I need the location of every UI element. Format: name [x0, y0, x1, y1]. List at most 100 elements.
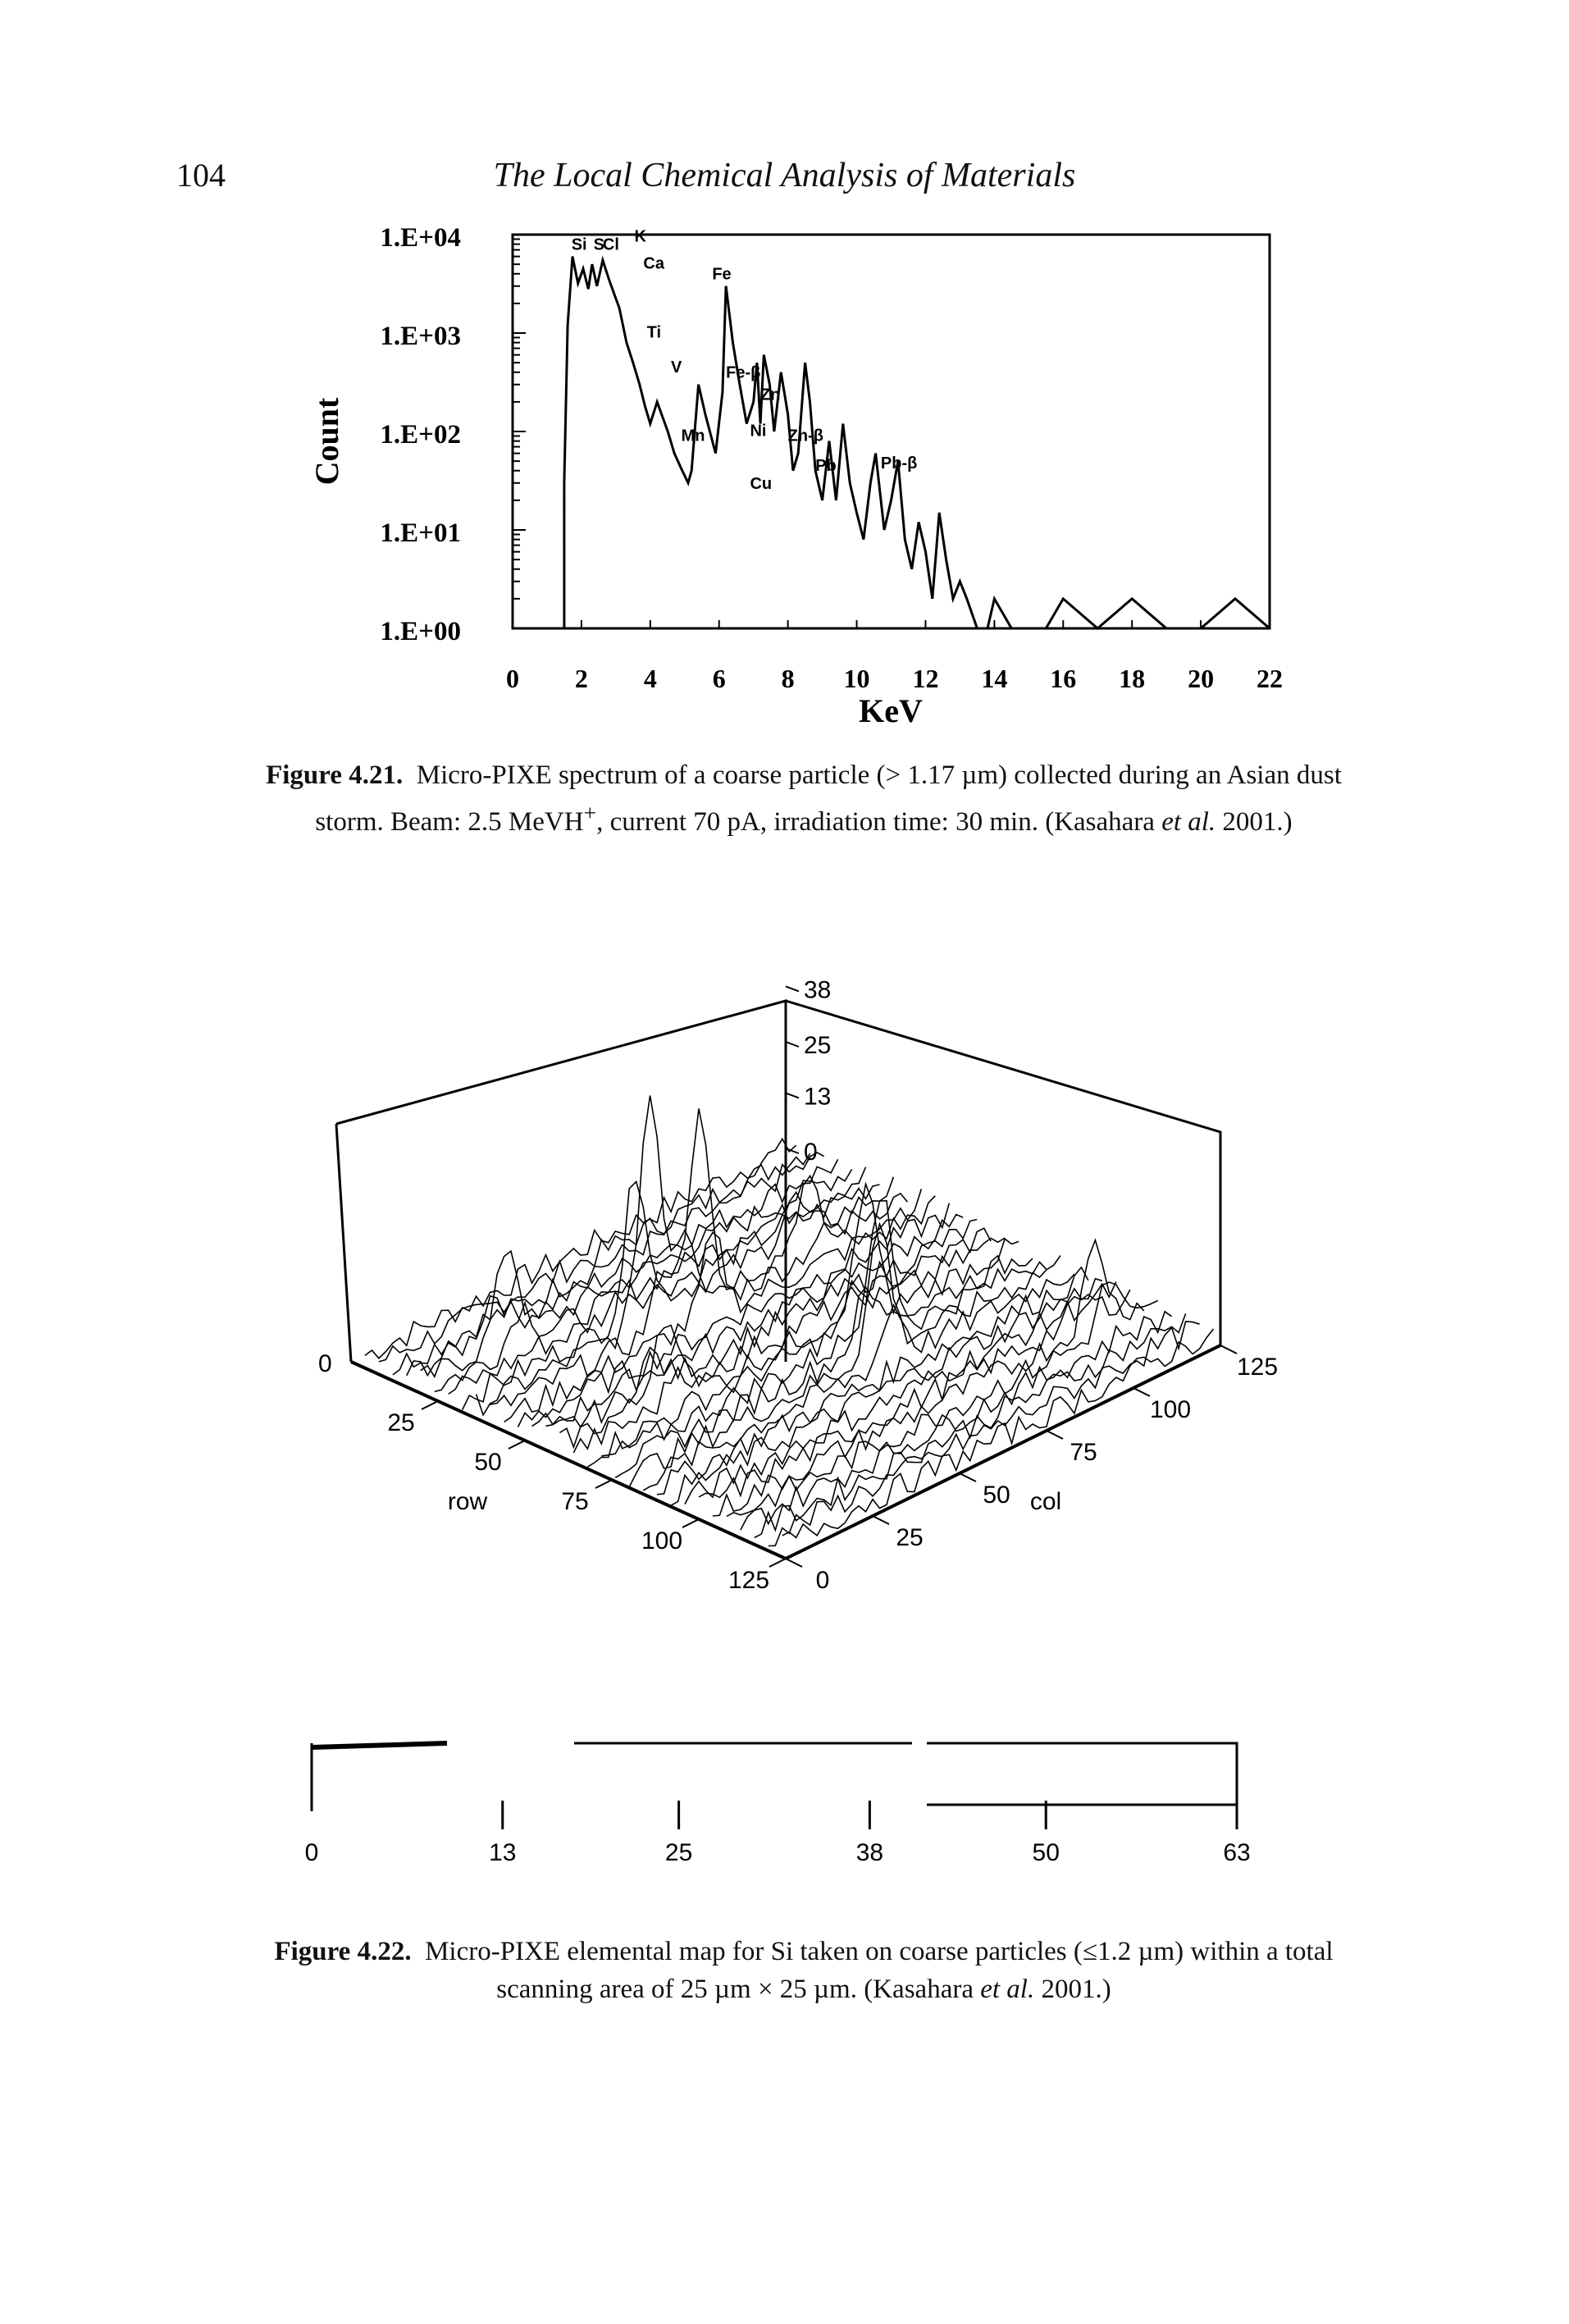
map-surface-trace [712, 1238, 1145, 1517]
spectrum-peak-label: Cu [750, 475, 772, 493]
spectrum-peak-label: Si [572, 236, 587, 254]
map-surface-trace [628, 1221, 1061, 1488]
spectrum-y-tick-label: 1.E+00 [380, 617, 461, 646]
colorbar-seg-0 [311, 1741, 448, 1750]
spectrum-x-label: KeV [859, 692, 923, 729]
spectrum-peak-label: Fe-β [726, 364, 760, 382]
map-surface [364, 1095, 1215, 1547]
col-tick [1046, 1430, 1064, 1440]
map-surface-trace [434, 1167, 867, 1393]
map-surface-trace [726, 1281, 1159, 1518]
figure-4-21-text-1: Micro-PIXE spectrum of a coarse particle… [416, 760, 1342, 790]
col-tick-label: 25 [896, 1524, 923, 1551]
row-tick-label: 50 [474, 1449, 501, 1476]
map-left-edge [335, 1123, 353, 1363]
spectrum-peak-label: Fe [712, 266, 731, 284]
figure-4-21-caption: Figure 4.21. Micro-PIXE spectrum of a co… [189, 756, 1419, 841]
spectrum-peak-label: Pb-β [881, 454, 917, 473]
col-tick [872, 1515, 890, 1525]
spectrum-y-tick-label: 1.E+02 [380, 420, 461, 450]
figure-4-21-sup: + [583, 800, 597, 825]
figure-4-22-text-2b: 2001.) [1034, 1975, 1111, 2004]
z-tick [785, 1092, 800, 1099]
figure-4-22-label: Figure 4.22. [274, 1937, 412, 1966]
map-surface-trace [504, 1195, 936, 1423]
z-tick-label: 0 [804, 1139, 818, 1166]
map-surface-trace [364, 1137, 797, 1359]
col-tick [1133, 1387, 1151, 1397]
map-surface-trace [475, 1095, 909, 1417]
col-tick-label: 0 [816, 1567, 830, 1594]
row-tick-label: 100 [641, 1527, 682, 1555]
z-tick [785, 985, 800, 993]
col-tick-label: 50 [983, 1482, 1010, 1509]
figure-4-22-etal: et al. [980, 1975, 1035, 2004]
col-tick-label: 100 [1150, 1396, 1191, 1423]
spectrum-x-tick-label: 6 [713, 664, 726, 693]
col-tick-label: 75 [1070, 1439, 1097, 1466]
col-tick [959, 1472, 977, 1482]
map-surface-trace [782, 1328, 1215, 1539]
map-3d-box [335, 999, 1222, 1560]
map-front-right-edge [785, 1344, 1221, 1560]
map-surface-trace [545, 1218, 978, 1428]
map-surface-trace [420, 1168, 853, 1378]
colorbar-tick-label: 63 [1223, 1839, 1250, 1866]
spectrum-y-tick-label: 1.E+04 [380, 223, 461, 253]
spectrum-peak-label: K [635, 227, 647, 245]
map-surface-trace [586, 1181, 1019, 1468]
z-origin-label: 0 [318, 1350, 332, 1377]
figure-4-21-text-2c: 2001.) [1216, 807, 1293, 837]
map-surface-trace [642, 1273, 1075, 1491]
col-tick [785, 1558, 803, 1568]
spectrum-peak-label: Ca [643, 255, 664, 273]
spectrum-peak-label: Ni [750, 422, 766, 440]
spectrum-y-label: Count [308, 397, 345, 485]
spectrum-x-tick-label: 10 [844, 664, 870, 693]
map-surface-trace [740, 1310, 1173, 1531]
row-tick-label: 75 [561, 1488, 588, 1515]
figure-4-22-text-1: Micro-PIXE elemental map for Si taken on… [425, 1937, 1334, 1966]
map-front-left-edge [350, 1360, 787, 1560]
colorbar-seg-3 [927, 1742, 1238, 1806]
col-tick [1220, 1345, 1238, 1354]
z-tick [785, 1148, 800, 1154]
col-axis-label: col [1030, 1488, 1061, 1515]
map-surface-trace [531, 1213, 964, 1427]
spectrum-x-tick-label: 8 [782, 664, 795, 693]
figure-4-21-etal: et al. [1161, 807, 1216, 837]
spectrum-y-tick-label: 1.E+03 [380, 322, 461, 351]
colorbar-tick-label: 0 [305, 1839, 319, 1866]
running-head: The Local Chemical Analysis of Materials [493, 157, 1076, 194]
spectrum-x-tick-label: 2 [575, 664, 588, 693]
map-surface-trace [461, 1176, 895, 1410]
si-map-3d-plot: 2550751001250255075100125013253850630 ro… [318, 976, 1278, 1594]
spectrum-peak-label: Zn [760, 386, 780, 404]
spectrum-peak-label: S [594, 236, 604, 254]
map-surface-trace [392, 1151, 824, 1376]
z-tick-label: 25 [804, 1032, 831, 1059]
map-surface-trace [698, 1289, 1131, 1499]
colorbar-tick-label: 13 [489, 1839, 516, 1866]
spectrum-peak-label: Ti [647, 323, 661, 341]
spectrum-peak-label: Cl [603, 236, 619, 254]
figure-4-21-text-2b: , current 70 pA, irradiation time: 30 mi… [596, 807, 1162, 837]
spectrum-x-tick-label: 16 [1050, 664, 1076, 693]
spectrum-y-tick-label: 1.E+01 [380, 518, 461, 548]
row-tick [769, 1558, 787, 1568]
map-surface-trace [657, 1266, 1089, 1495]
map-surface-trace [490, 1108, 923, 1407]
figure-4-21-text-2a: storm. Beam: 2.5 MeVH [315, 807, 584, 837]
spectrum-peak-label: Zn-β [788, 427, 823, 445]
colorbar-tick-label: 50 [1033, 1839, 1060, 1866]
map-surface-trace [684, 1281, 1117, 1504]
row-tick [595, 1479, 613, 1489]
row-tick [421, 1400, 439, 1410]
colorbar-tick-label: 25 [665, 1839, 692, 1866]
figure-4-21-label: Figure 4.21. [266, 760, 404, 790]
map-surface-trace [768, 1321, 1200, 1547]
z-tick [785, 1041, 800, 1048]
